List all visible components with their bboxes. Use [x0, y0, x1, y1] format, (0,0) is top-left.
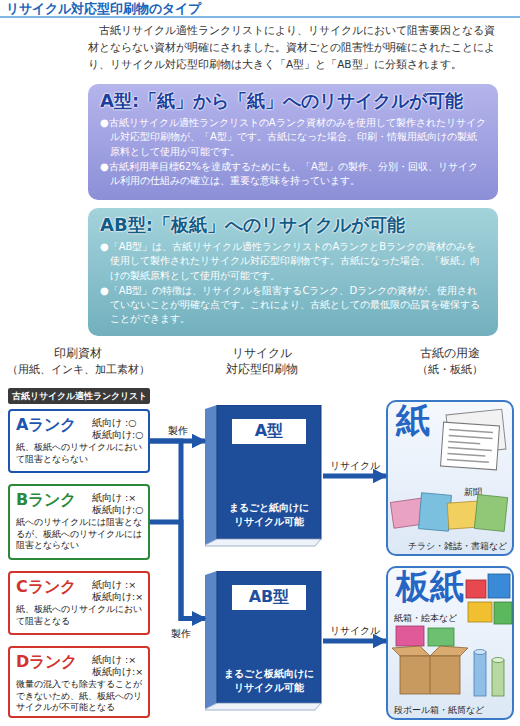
type-band: A型:「紙」から「紙」へのリサイクルが可能 ●古紙リサイクル適性ランクリストのAラ…	[88, 84, 498, 200]
rank-name: Dランク	[16, 652, 77, 671]
rank-suitability: 紙向け :× 板紙向け:○	[92, 492, 150, 516]
type-description: まるごと紙向けに リサイクル可能	[219, 501, 319, 528]
band-heading: AB型:「板紙」へのリサイクルが可能	[100, 213, 486, 237]
rank-name: Cランク	[16, 577, 76, 596]
rank-name: Bランク	[16, 490, 76, 509]
usage-example: 段ボール箱・紙筒など	[394, 704, 484, 717]
page-title: リサイクル対応型印刷物のタイプ	[6, 0, 201, 18]
flow-arrow	[150, 439, 205, 444]
column-subheading: （紙・板紙）	[417, 363, 483, 377]
type-band: AB型:「板紙」へのリサイクルが可能 ●「AB型」は、古紙リサイクル適性ランクリス…	[88, 208, 498, 336]
printed-matter-book: AB型まるごと板紙向けに リサイクル可能	[205, 571, 323, 711]
rank-name: Aランク	[16, 415, 76, 434]
column-subheading: （用紙、インキ、加工素材）	[7, 363, 150, 377]
book-spine	[205, 571, 217, 709]
arrow-label: リサイクル	[330, 624, 380, 638]
arrow-label: 製作	[171, 627, 191, 641]
rank-suitability: 紙向け :× 板紙向け:×	[92, 579, 150, 603]
rank-list-tag: 古紙リサイクル適性ランクリスト	[8, 388, 150, 404]
type-label: AB型	[232, 585, 306, 610]
flow-arrow	[150, 441, 205, 619]
usage-box: 紙新聞チラシ・雑誌・書籍など	[386, 400, 514, 556]
book-cover	[217, 405, 321, 539]
arrow-label: リサイクル	[330, 459, 380, 473]
rank-box: Dランク紙向け :× 板紙向け:×微量の混入でも除去することができないため、紙、…	[8, 646, 150, 718]
usage-example: 新聞	[464, 486, 482, 499]
rank-suitability: 紙向け :× 板紙向け:×	[92, 654, 150, 678]
band-bullet: ●「AB型」の特徴は、リサイクルを阻害するCランク、Dランクの資材が、使用されて…	[100, 284, 486, 327]
usage-heading: 板紙	[396, 569, 464, 603]
band-heading: A型:「紙」から「紙」へのリサイクルが可能	[100, 89, 486, 113]
column-heading: 古紙の用途	[420, 346, 480, 362]
rank-box: Cランク紙向け :× 板紙向け:×紙、板紙へのリサイクルにおいて阻害となる	[8, 571, 150, 635]
book-pages	[205, 539, 321, 546]
column-heading: 印刷資材	[54, 346, 102, 362]
usage-example: チラシ・雑誌・書籍など	[408, 540, 507, 553]
title-underline	[0, 16, 520, 18]
book-pages	[205, 703, 321, 710]
flow-arrow	[323, 474, 386, 479]
type-label: A型	[232, 419, 306, 444]
rank-description: 微量の混入でも除去することができないため、紙、板紙へのリサイクルが不可能となる	[16, 679, 148, 714]
band-bullet: ●古紙利用率目標62%を達成するためにも、「A型」の製作、分別・回収、リサイクル…	[100, 160, 486, 188]
usage-example: 紙箱・絵本など	[394, 612, 457, 625]
column-heading: リサイクル 対応型印刷物	[220, 346, 304, 377]
rank-description: 紙へのリサイクルには阻害となるが、板紙へのリサイクルには阻害とならない	[16, 517, 148, 552]
rank-box: Bランク紙向け :× 板紙向け:○紙へのリサイクルには阻害となるが、板紙へのリサ…	[8, 484, 150, 560]
flow-arrow	[150, 522, 205, 619]
flow-arrow	[323, 639, 386, 644]
intro-text: 古紙リサイクル適性ランクリストにより、リサイクルにおいて阻害要因となる資材となら…	[88, 22, 498, 72]
arrow-label: 製作	[168, 424, 188, 438]
rank-description: 紙、板紙へのリサイクルにおいて阻害とならない	[16, 442, 148, 465]
rank-suitability: 紙向け :○ 板紙向け:○	[92, 417, 150, 441]
usage-box: 板紙紙箱・絵本など段ボール箱・紙筒など	[386, 566, 514, 720]
rank-description: 紙、板紙へのリサイクルにおいて阻害となる	[16, 604, 148, 627]
book-cover	[217, 571, 321, 703]
band-bullet: ●「AB型」は、古紙リサイクル適性ランクリストのAランクとBランクの資材のみを使…	[100, 240, 486, 283]
rank-box: Aランク紙向け :○ 板紙向け:○紙、板紙へのリサイクルにおいて阻害とならない	[8, 409, 150, 473]
band-bullet: ●古紙リサイクル適性ランクリストのAランク資材のみを使用して製作されたリサイクル…	[100, 116, 486, 159]
usage-heading: 紙	[396, 403, 430, 437]
book-spine	[205, 405, 217, 545]
printed-matter-book: A型まるごと紙向けに リサイクル可能	[205, 405, 323, 547]
type-description: まるごと板紙向けに リサイクル可能	[219, 667, 319, 694]
tag-text: 古紙リサイクル適性ランクリスト	[8, 388, 150, 404]
